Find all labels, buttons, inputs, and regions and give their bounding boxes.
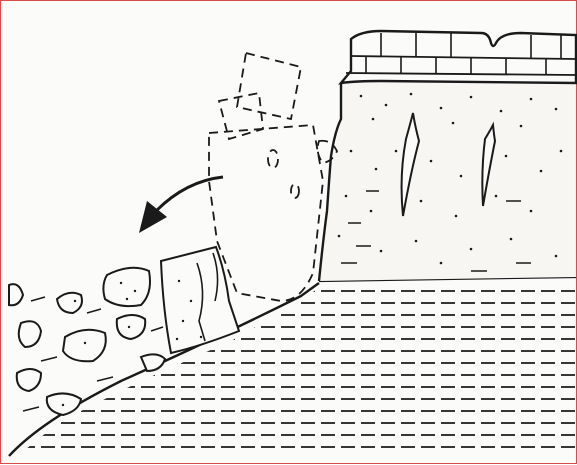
sandstone-layer [319, 80, 576, 281]
shale-base-layer [1, 291, 577, 447]
cap-rock-brick-layer [341, 31, 576, 83]
toppling-block-dashed-outline [209, 53, 337, 301]
talus-debris-slope [9, 247, 239, 415]
